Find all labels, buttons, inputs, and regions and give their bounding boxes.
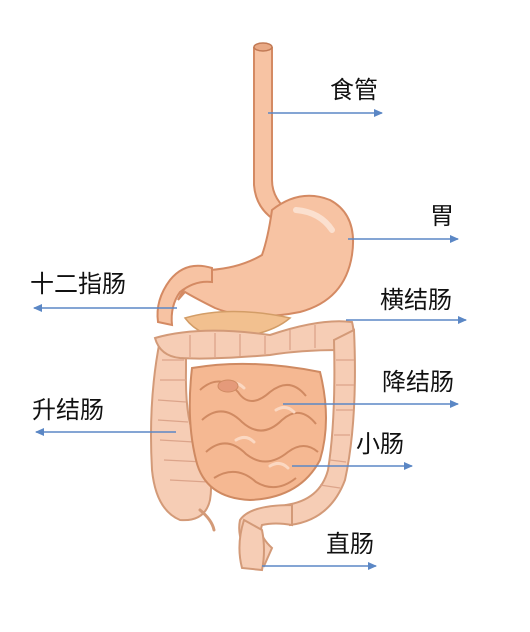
pointer-lines xyxy=(33,109,467,570)
rectum-shape xyxy=(238,518,265,572)
label-transverse-colon: 横结肠 xyxy=(380,286,452,314)
small-intestine-shape xyxy=(188,362,327,502)
label-rectum: 直肠 xyxy=(326,530,374,558)
label-descending-colon: 降结肠 xyxy=(382,368,454,396)
label-esophagus: 食管 xyxy=(330,76,378,104)
label-duodenum: 十二指肠 xyxy=(30,270,126,298)
label-small-intestine: 小肠 xyxy=(356,430,404,458)
esophagus-shape xyxy=(253,42,294,224)
label-ascending-colon: 升结肠 xyxy=(32,396,104,424)
label-stomach: 胃 xyxy=(430,202,454,230)
colon-shape xyxy=(150,320,356,568)
